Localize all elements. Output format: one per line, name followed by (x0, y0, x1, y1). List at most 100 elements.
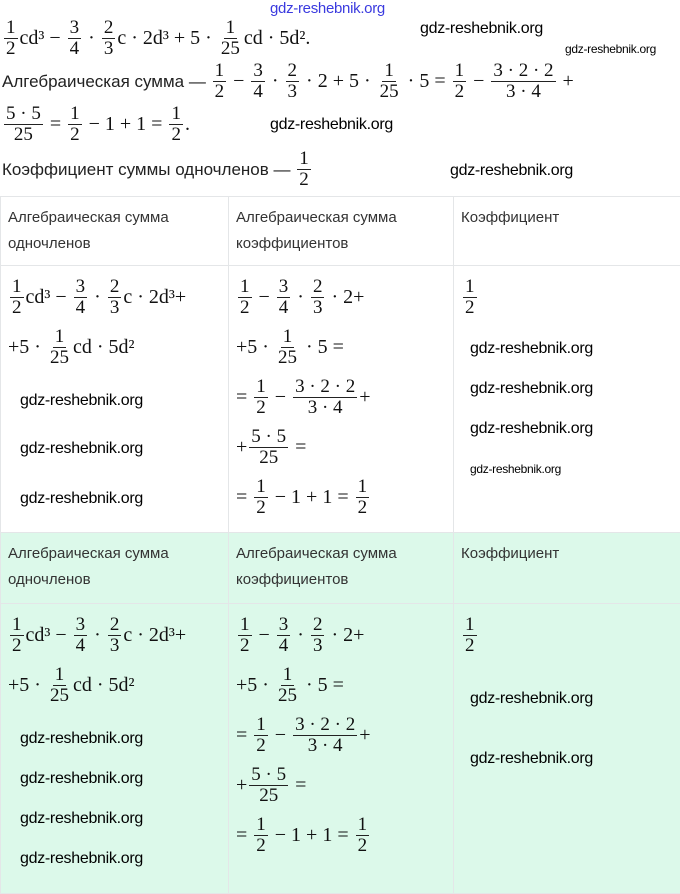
denominator: 4 (251, 82, 265, 102)
numerator: 3 · 2 · 2 (491, 61, 555, 82)
math-text: + (359, 724, 370, 747)
numerator: 3 (277, 615, 291, 636)
numerator: 2 (286, 61, 300, 82)
denominator: 3 · 4 (504, 82, 543, 102)
denominator: 2 (254, 498, 268, 518)
math-text: cd · 5d² (73, 674, 135, 697)
numerator: 1 (10, 277, 24, 298)
denominator: 2 (463, 298, 477, 318)
numerator: 1 (169, 104, 183, 125)
denominator: 3 (286, 82, 300, 102)
math-text: · 2 + 5 · (301, 70, 376, 93)
watermark: gdz-reshebnik.org (20, 810, 143, 828)
math-text: c · 2d³ + 5 · (117, 27, 216, 50)
numerator: 3 · 2 · 2 (293, 377, 357, 398)
math-text: − 1 + 1 = (270, 824, 354, 847)
math-text: +5 · (236, 674, 274, 697)
denominator: 2 (68, 125, 82, 145)
math-text: +5 · (8, 674, 46, 697)
watermark: gdz-reshebnik.org (20, 490, 143, 508)
denominator: 3 · 4 (306, 736, 345, 756)
algebraic-sum-label: Алгебраическая сумма — (2, 72, 211, 92)
denominator: 25 (12, 125, 35, 145)
watermark: gdz-reshebnik.org (470, 690, 593, 708)
math-text: · 5 = (301, 674, 344, 697)
watermark: gdz-reshebnik.org (270, 116, 393, 134)
watermark: gdz-reshebnik.org (20, 770, 143, 788)
numerator: 1 (453, 61, 467, 82)
math-text: c · 2d³+ (123, 286, 186, 309)
math-text: · (292, 624, 309, 647)
math-text: +5 · (236, 336, 274, 359)
header-monomials: Алгебраическая сумма одночленов (1, 533, 229, 604)
math-text: + (359, 386, 370, 409)
numerator: 1 (10, 615, 24, 636)
watermark: gdz-reshebnik.org (20, 392, 143, 410)
watermark: gdz-reshebnik.org (565, 42, 656, 56)
denominator: 2 (356, 498, 370, 518)
denominator: 2 (254, 398, 268, 418)
denominator: 4 (68, 39, 82, 59)
math-text: = (290, 436, 306, 459)
math-text: − 1 + 1 = (84, 113, 168, 136)
numerator: 1 (382, 61, 396, 82)
math-text: = (236, 824, 252, 847)
numerator: 1 (356, 477, 370, 498)
numerator: 2 (108, 277, 122, 298)
numerator: 3 (68, 18, 82, 39)
numerator: 1 (4, 18, 18, 39)
math-text: · (89, 624, 106, 647)
numerator: 1 (238, 615, 252, 636)
solution-table-highlighted: Алгебраическая сумма одночленов Алгебраи… (0, 532, 680, 894)
denominator: 4 (74, 298, 88, 318)
numerator: 2 (102, 18, 116, 39)
math-text: = (236, 724, 252, 747)
denominator: 2 (10, 636, 24, 656)
denominator: 3 (108, 636, 122, 656)
numerator: 1 (224, 18, 238, 39)
numerator: 5 · 5 (249, 765, 288, 786)
math-text: = (290, 774, 306, 797)
numerator: 1 (53, 665, 67, 686)
math-text: − (468, 70, 489, 93)
numerator: 5 · 5 (4, 104, 43, 125)
math-text: cd³ − (26, 286, 72, 309)
math-text: + (236, 436, 247, 459)
denominator: 25 (48, 348, 71, 368)
numerator: 1 (53, 327, 67, 348)
math-text: cd³ − (26, 624, 72, 647)
numerator: 1 (213, 61, 227, 82)
denominator: 25 (276, 348, 299, 368)
denominator: 2 (297, 170, 311, 190)
math-text: · (89, 286, 106, 309)
denominator: 2 (238, 298, 252, 318)
